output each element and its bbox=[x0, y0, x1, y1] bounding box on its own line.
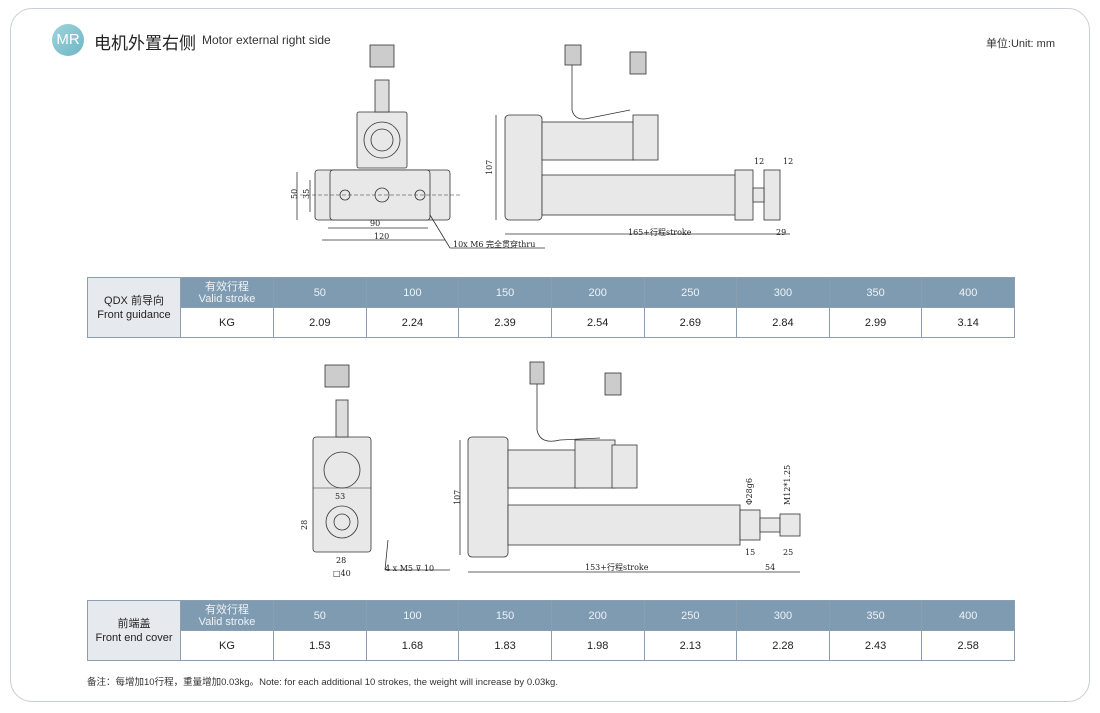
svg-text:4 x M5 ⊽ 10: 4 x M5 ⊽ 10 bbox=[385, 564, 434, 573]
stroke-cell: 200 bbox=[550, 600, 645, 631]
stroke-cell: 300 bbox=[736, 277, 830, 308]
unit-cell: KG bbox=[180, 630, 274, 661]
mr-badge: MR bbox=[52, 24, 84, 56]
weight-cell: 2.99 bbox=[828, 307, 923, 338]
svg-text:15: 15 bbox=[745, 548, 755, 557]
weight-cell: 1.98 bbox=[550, 630, 645, 661]
svg-text:54: 54 bbox=[765, 563, 775, 572]
svg-text:29: 29 bbox=[776, 228, 786, 237]
stroke-cell: 150 bbox=[458, 600, 552, 631]
svg-text:10x M6 完全贯穿thru: 10x M6 完全贯穿thru bbox=[453, 239, 535, 249]
svg-text:28: 28 bbox=[336, 556, 346, 565]
weight-cell: 2.58 bbox=[921, 630, 1015, 661]
stroke-cell: 350 bbox=[828, 600, 923, 631]
stroke-cell: 250 bbox=[643, 277, 738, 308]
svg-text:35: 35 bbox=[302, 189, 311, 199]
weight-cell: 1.68 bbox=[365, 630, 460, 661]
weight-cell: 2.39 bbox=[458, 307, 552, 338]
weight-cell: 2.24 bbox=[365, 307, 460, 338]
svg-text:120: 120 bbox=[374, 232, 389, 241]
unit-label: 单位:Unit: mm bbox=[985, 38, 1055, 50]
stroke-cell: 400 bbox=[921, 600, 1015, 631]
svg-text:50: 50 bbox=[290, 189, 299, 199]
stroke-cell: 150 bbox=[458, 277, 552, 308]
stroke-cell: 100 bbox=[365, 600, 460, 631]
svg-text:153+行程stroke: 153+行程stroke bbox=[585, 562, 649, 572]
svg-text:M12*1.25: M12*1.25 bbox=[783, 465, 792, 505]
svg-text:107: 107 bbox=[453, 490, 462, 505]
drawing-front-guidance: 90 120 50 35 10x M6 完全贯穿thru 107 12 12 1… bbox=[290, 44, 793, 249]
weight-cell: 2.54 bbox=[550, 307, 645, 338]
title-cn: 电机外置右侧 bbox=[94, 34, 196, 53]
stroke-cell: 400 bbox=[921, 277, 1015, 308]
stroke-cell: 100 bbox=[365, 277, 460, 308]
page-frame bbox=[10, 8, 1090, 702]
weight-cell: 3.14 bbox=[921, 307, 1015, 338]
title-en: Motor external right side bbox=[202, 33, 331, 47]
drawing-front-end-cover: 53 28 28 □40 4 x M5 ⊽ 10 107 Φ28g6 M12*1… bbox=[300, 361, 801, 578]
svg-text:12: 12 bbox=[754, 157, 764, 166]
weight-cell: 2.13 bbox=[643, 630, 738, 661]
svg-text:53: 53 bbox=[335, 492, 345, 501]
footnote: 备注：每增加10行程，重量增加0.03kg。Note: for each add… bbox=[87, 677, 558, 688]
svg-text:□40: □40 bbox=[333, 569, 351, 578]
stroke-cell: 350 bbox=[828, 277, 923, 308]
svg-text:107: 107 bbox=[485, 160, 494, 175]
svg-text:Φ28g6: Φ28g6 bbox=[745, 478, 754, 505]
weight-cell: 2.69 bbox=[643, 307, 738, 338]
stroke-cell: 250 bbox=[643, 600, 738, 631]
weight-cell: 1.53 bbox=[273, 630, 367, 661]
svg-text:165+行程stroke: 165+行程stroke bbox=[628, 227, 692, 237]
weight-cell: 2.28 bbox=[736, 630, 830, 661]
svg-text:12: 12 bbox=[783, 157, 793, 166]
weight-cell: 2.43 bbox=[828, 630, 923, 661]
stroke-cell: 300 bbox=[736, 600, 830, 631]
weight-cell: 2.09 bbox=[273, 307, 367, 338]
weight-cell: 2.84 bbox=[736, 307, 830, 338]
svg-text:90: 90 bbox=[370, 219, 380, 228]
unit-cell: KG bbox=[180, 307, 274, 338]
stroke-cell: 50 bbox=[273, 600, 367, 631]
stroke-cell: 200 bbox=[550, 277, 645, 308]
svg-text:28: 28 bbox=[300, 520, 309, 530]
stroke-cell: 50 bbox=[273, 277, 367, 308]
svg-text:25: 25 bbox=[783, 548, 793, 557]
weight-cell: 1.83 bbox=[458, 630, 552, 661]
